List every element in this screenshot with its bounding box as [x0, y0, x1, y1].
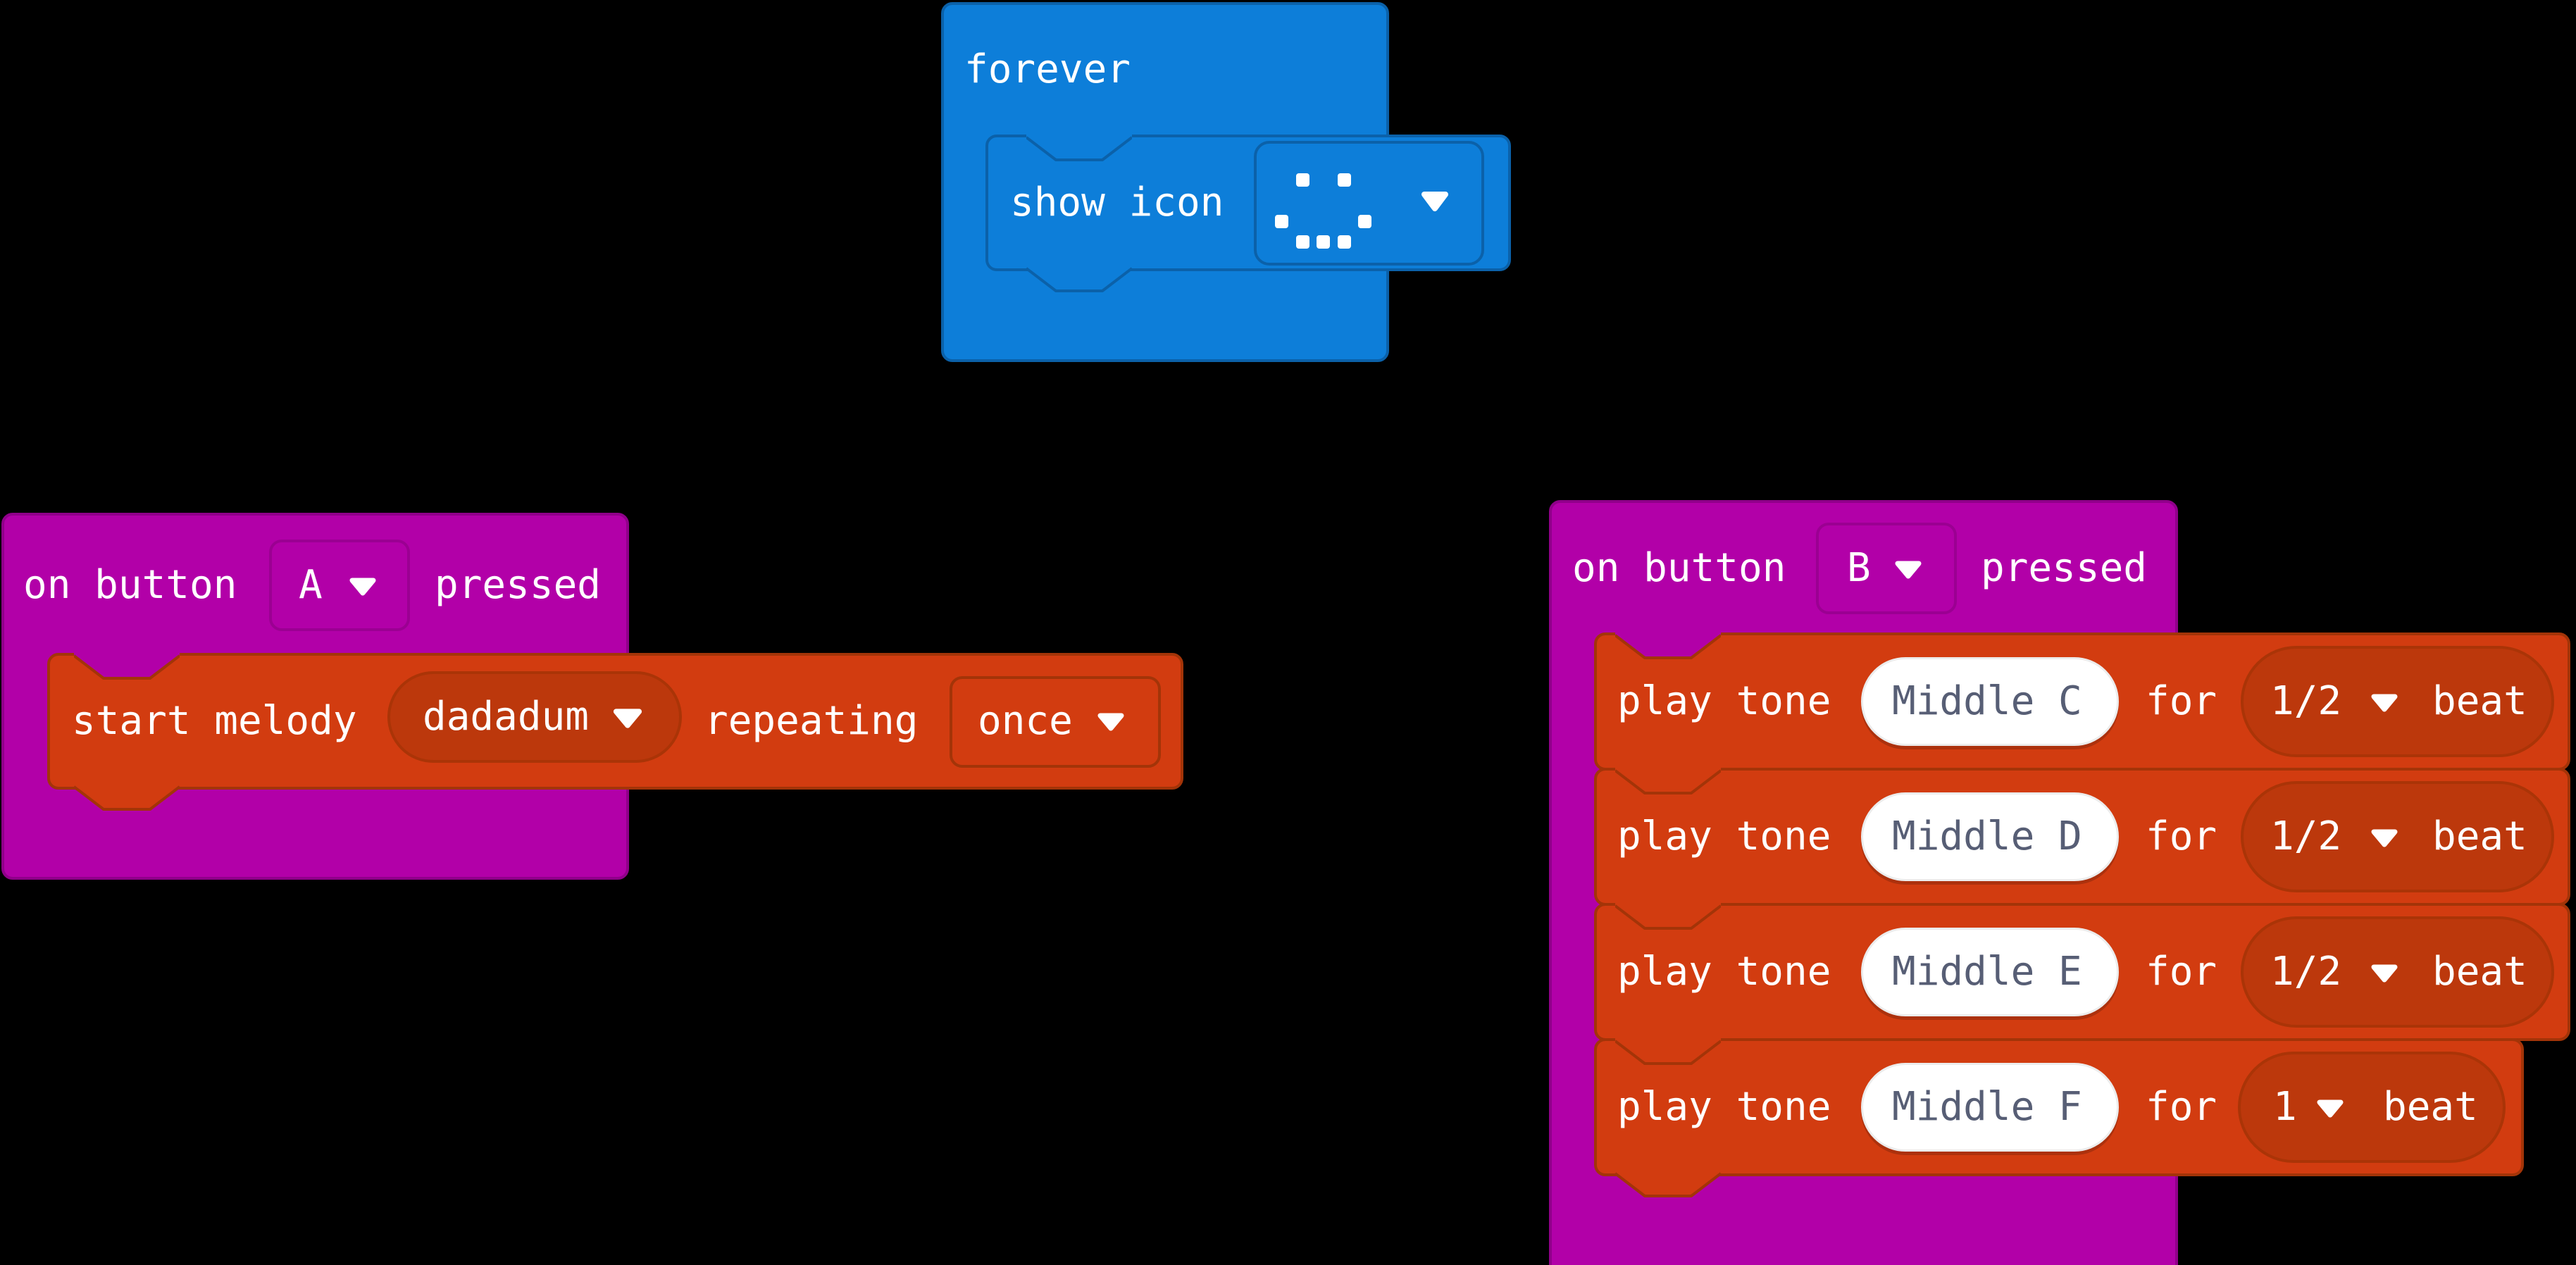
for-label: for [2146, 1084, 2217, 1130]
beat-unit-label: beat [2432, 949, 2527, 995]
for-label: for [2146, 949, 2217, 995]
beat-value: 1/2 [2270, 949, 2342, 995]
button-b-value: B [1847, 545, 1871, 591]
play-tone-label: play tone [1617, 678, 1831, 724]
chevron-down-icon [2317, 1099, 2344, 1118]
beat-value: 1/2 [2270, 678, 2342, 724]
note-pill[interactable] [1861, 928, 2119, 1016]
on-button-b-suffix: pressed [1981, 545, 2148, 591]
beat-unit-label: beat [2432, 814, 2527, 859]
led-dot [1317, 235, 1330, 249]
play-tone-label: play tone [1617, 949, 1831, 995]
beat-dropdown-pill[interactable] [2241, 916, 2554, 1028]
button-a-dropdown[interactable] [269, 540, 410, 631]
block-notch [1615, 768, 1721, 794]
repeat-dropdown[interactable] [950, 676, 1161, 768]
icon-dropdown-field[interactable] [1254, 141, 1484, 266]
repeat-value: once [978, 698, 1073, 744]
led-dot [1295, 173, 1309, 187]
beat-value: 1/2 [2270, 814, 2342, 859]
block-notch [1615, 1038, 1721, 1065]
button-b-dropdown[interactable] [1816, 523, 1957, 614]
beat-unit-label: beat [2383, 1084, 2478, 1130]
play-tone-label: play tone [1617, 814, 1831, 859]
repeating-label: repeating [704, 698, 919, 744]
beat-unit-label: beat [2432, 678, 2527, 724]
block-notch [1615, 632, 1721, 659]
led-dot [1337, 235, 1351, 249]
beat-dropdown-pill[interactable] [2238, 1052, 2506, 1163]
led-dot [1275, 214, 1288, 228]
melody-value: dadadum [423, 694, 590, 740]
show-icon-label: show icon [1010, 180, 1224, 225]
chevron-down-icon [1421, 192, 1448, 211]
chevron-down-icon [1895, 561, 1922, 579]
button-a-value: A [299, 562, 323, 608]
note-value: Middle E [1892, 949, 2082, 995]
play-tone-label: play tone [1617, 1084, 1831, 1130]
note-pill[interactable] [1861, 1063, 2119, 1152]
beat-dropdown-pill[interactable] [2241, 781, 2554, 892]
note-value: Middle C [1892, 678, 2082, 724]
on-button-a-prefix: on button [23, 562, 237, 608]
for-label: for [2146, 814, 2217, 859]
chevron-down-icon [1097, 713, 1124, 731]
start-melody-label: start melody [72, 698, 357, 744]
note-value: Middle D [1892, 814, 2082, 859]
led-dot [1295, 235, 1309, 249]
note-value: Middle F [1892, 1084, 2082, 1130]
block-notch [1615, 903, 1721, 930]
chevron-down-icon [613, 709, 642, 728]
chevron-down-icon [2371, 694, 2398, 712]
chevron-down-icon [2371, 829, 2398, 847]
forever-label: forever [964, 46, 1131, 92]
led-dot [1337, 173, 1351, 187]
on-button-b-prefix: on button [1572, 545, 1786, 591]
on-button-a-suffix: pressed [435, 562, 602, 608]
for-label: for [2146, 678, 2217, 724]
chevron-down-icon [349, 578, 376, 596]
note-pill[interactable] [1861, 792, 2119, 881]
led-dot [1358, 214, 1371, 228]
block-notch [1026, 135, 1132, 161]
beat-dropdown-pill[interactable] [2241, 646, 2554, 757]
block-notch [74, 653, 180, 680]
note-pill[interactable] [1861, 657, 2119, 746]
beat-value: 1 [2273, 1084, 2297, 1130]
chevron-down-icon [2371, 964, 2398, 983]
